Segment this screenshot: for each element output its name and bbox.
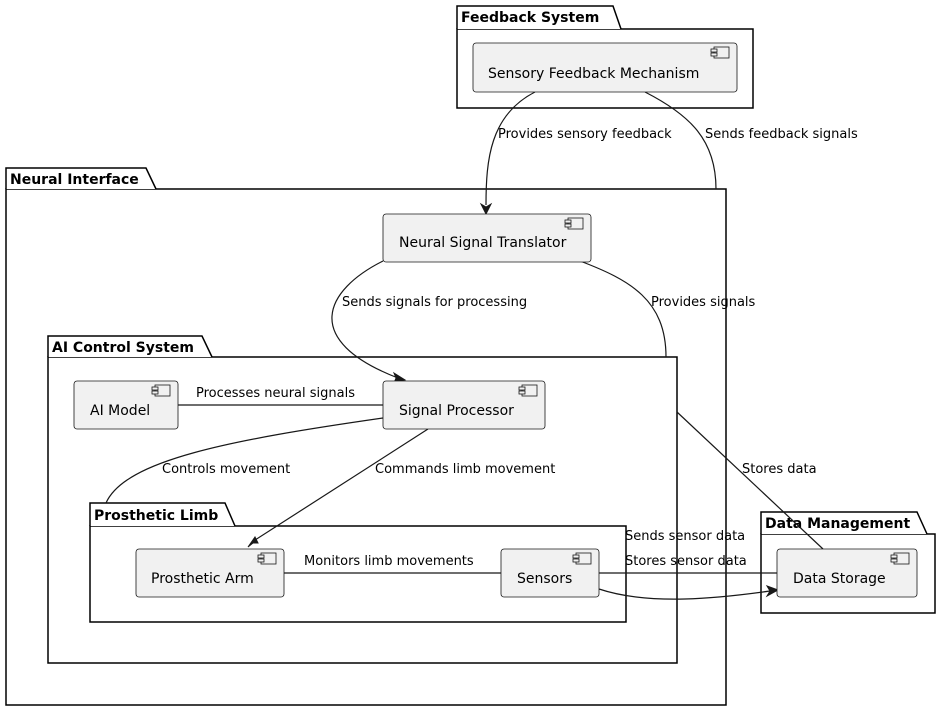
component-icon (572, 552, 592, 565)
package-title-ai: AI Control System (52, 340, 194, 356)
label-monitors-limb: Monitors limb movements (304, 554, 474, 569)
label-commands-limb: Commands limb movement (375, 462, 555, 477)
component-label-arm: Prosthetic Arm (151, 571, 254, 587)
component-icon (257, 552, 277, 565)
component-label-sensory: Sensory Feedback Mechanism (488, 66, 699, 82)
component-icon (890, 552, 910, 565)
component-label-processor: Signal Processor (399, 403, 514, 419)
label-provides-signals: Provides signals (651, 295, 756, 310)
component-icon (564, 217, 584, 230)
label-stores-sensor-data: Stores sensor data (625, 554, 747, 569)
edge-sends-feedback-signals (644, 91, 717, 190)
edge-stores-data (676, 411, 824, 550)
label-sends-feedback-signals: Sends feedback signals (705, 127, 858, 142)
edge-provides-signals (579, 260, 667, 358)
arrowhead-commands-limb (247, 536, 259, 548)
component-icon (518, 384, 538, 397)
arrowhead-provides-feedback (479, 202, 493, 216)
component-label-ai-model: AI Model (90, 403, 150, 419)
component-ai-model[interactable]: AI Model (73, 380, 179, 430)
component-sensors[interactable]: Sensors (500, 548, 600, 598)
edge-provides-feedback (485, 91, 536, 206)
label-sends-sensor-data: Sends sensor data (625, 529, 745, 544)
component-signal-processor[interactable]: Signal Processor (382, 380, 546, 430)
component-label-translator: Neural Signal Translator (399, 235, 567, 251)
package-title-neural: Neural Interface (10, 172, 139, 188)
edge-sends-for-processing (331, 260, 399, 379)
edge-commands-limb (251, 428, 429, 543)
component-prosthetic-arm[interactable]: Prosthetic Arm (135, 548, 285, 598)
component-icon (710, 46, 730, 59)
package-title-data: Data Management (765, 516, 910, 532)
label-provides-feedback: Provides sensory feedback (498, 127, 672, 142)
component-icon (151, 384, 171, 397)
label-controls-movement: Controls movement (162, 462, 290, 477)
component-sensory-feedback[interactable]: Sensory Feedback Mechanism (472, 42, 738, 93)
package-title-feedback: Feedback System (461, 10, 599, 26)
edge-stores-sensor-data (598, 588, 771, 600)
package-title-limb: Prosthetic Limb (94, 508, 218, 524)
label-sends-for-processing: Sends signals for processing (342, 295, 527, 310)
component-label-storage: Data Storage (793, 571, 886, 587)
label-processes-neural: Processes neural signals (196, 386, 355, 401)
component-neural-signal-translator[interactable]: Neural Signal Translator (382, 213, 592, 263)
component-label-sensors: Sensors (517, 571, 572, 587)
label-stores-data: Stores data (742, 462, 817, 477)
edge-controls-movement (105, 417, 384, 504)
arrowhead-stores-sensor-data (765, 585, 780, 598)
component-data-storage[interactable]: Data Storage (776, 548, 918, 598)
